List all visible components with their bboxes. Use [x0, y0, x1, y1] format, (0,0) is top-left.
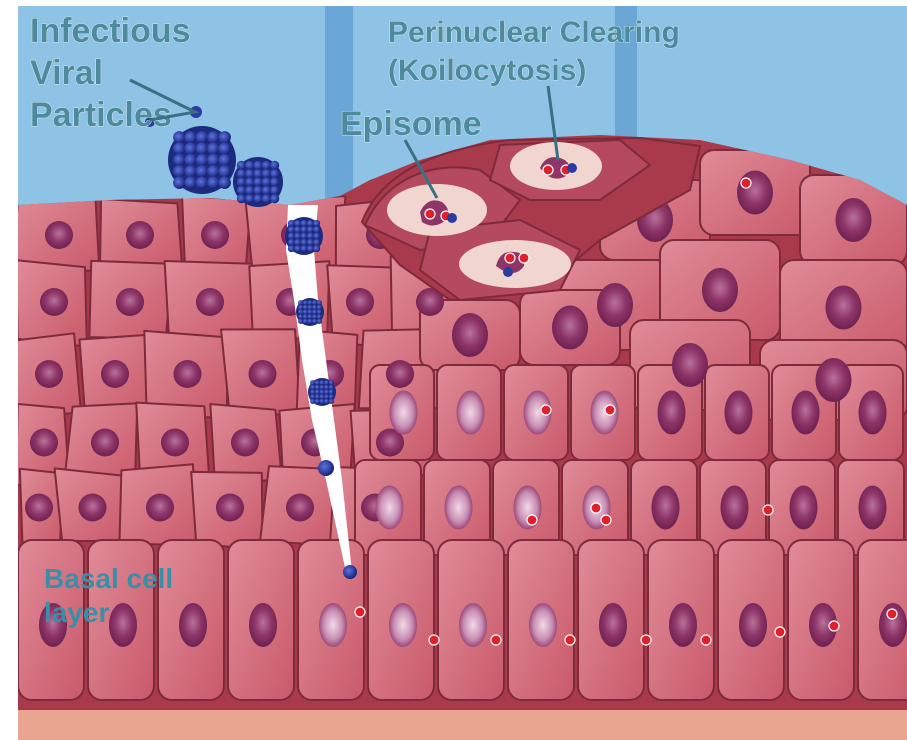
label-viral: Viral — [30, 54, 103, 92]
virus-particle-icon — [285, 217, 323, 255]
cell-nucleus — [597, 283, 633, 327]
virus-particle-icon — [318, 460, 334, 476]
cell-nucleus — [652, 486, 680, 530]
cell-nucleus — [249, 360, 277, 388]
cell-nucleus — [126, 221, 154, 249]
cell-nucleus — [792, 391, 820, 435]
episome-icon — [641, 635, 651, 645]
cell-nucleus — [826, 286, 862, 330]
label-infectious: Infectious — [30, 12, 191, 50]
cell-nucleus — [390, 391, 418, 435]
cell-nucleus — [658, 391, 686, 435]
episome-icon — [527, 515, 537, 525]
episome-icon — [429, 635, 439, 645]
cell-nucleus — [35, 360, 63, 388]
episome-icon — [763, 505, 773, 515]
cell-nucleus — [146, 494, 174, 522]
cell-nucleus — [452, 313, 488, 357]
episome-icon — [541, 405, 551, 415]
cell-nucleus — [790, 486, 818, 530]
episome-icon — [601, 515, 611, 525]
cell-nucleus — [346, 288, 374, 316]
virus-particle-icon — [343, 565, 357, 579]
episome-icon — [887, 609, 897, 619]
episome-icon — [567, 163, 577, 173]
episome-icon — [591, 503, 601, 513]
cell-nucleus — [91, 429, 119, 457]
cell-nucleus — [79, 494, 107, 522]
cell-nucleus — [174, 360, 202, 388]
cell-nucleus — [216, 494, 244, 522]
episome-icon — [425, 209, 435, 219]
cell-nucleus — [386, 360, 414, 388]
cell-nucleus — [161, 429, 189, 457]
cell-nucleus — [529, 603, 557, 647]
cell-nucleus — [816, 358, 852, 402]
episome-icon — [491, 635, 501, 645]
cell-nucleus — [109, 603, 137, 647]
cell-nucleus — [721, 486, 749, 530]
episome-icon — [503, 267, 513, 277]
cell-nucleus — [319, 603, 347, 647]
virus-particle-icon — [233, 157, 283, 207]
cell-nucleus — [249, 603, 277, 647]
label-episome: Episome — [340, 105, 482, 143]
episome-icon — [829, 621, 839, 631]
cell-nucleus — [457, 391, 485, 435]
cell-nucleus — [45, 221, 73, 249]
cell-nucleus — [231, 429, 259, 457]
episome-icon — [543, 165, 553, 175]
episome-icon — [505, 253, 515, 263]
episome-icon — [355, 607, 365, 617]
virus-particle-icon — [168, 126, 236, 194]
cell-nucleus — [702, 268, 738, 312]
episome-icon — [701, 635, 711, 645]
episome-icon — [447, 213, 457, 223]
cell-nucleus — [389, 603, 417, 647]
episome-icon — [741, 178, 751, 188]
cell-nucleus — [376, 486, 404, 530]
cell-nucleus — [101, 360, 129, 388]
cell-nucleus — [25, 494, 53, 522]
cell-nucleus — [116, 288, 144, 316]
cell-nucleus — [599, 603, 627, 647]
cell-nucleus — [201, 221, 229, 249]
label-particles: Particles — [30, 96, 172, 134]
cell-nucleus — [40, 288, 68, 316]
cell-nucleus — [445, 486, 473, 530]
label-layer: layer — [44, 597, 109, 628]
cell-nucleus — [859, 486, 887, 530]
cell-nucleus — [725, 391, 753, 435]
cell-nucleus — [739, 603, 767, 647]
episome-icon — [519, 253, 529, 263]
cell-nucleus — [737, 171, 773, 215]
label-perinuclear-clearing: Perinuclear Clearing — [388, 16, 680, 49]
label-koilocytosis: (Koilocytosis) — [388, 54, 586, 87]
cell-nucleus — [30, 429, 58, 457]
virus-particle-icon — [308, 378, 336, 406]
cell-nucleus — [669, 603, 697, 647]
episome-icon — [605, 405, 615, 415]
cell-nucleus — [859, 391, 887, 435]
cell-nucleus — [286, 494, 314, 522]
virus-particle-icon — [296, 298, 324, 326]
label-basal-cell: Basal cell — [44, 563, 173, 594]
cell-nucleus — [459, 603, 487, 647]
cell-nucleus — [552, 306, 588, 350]
cell-nucleus — [179, 603, 207, 647]
episome-icon — [565, 635, 575, 645]
episome-icon — [775, 627, 785, 637]
cell-nucleus — [836, 198, 872, 242]
cell-nucleus — [672, 343, 708, 387]
cell-nucleus — [196, 288, 224, 316]
